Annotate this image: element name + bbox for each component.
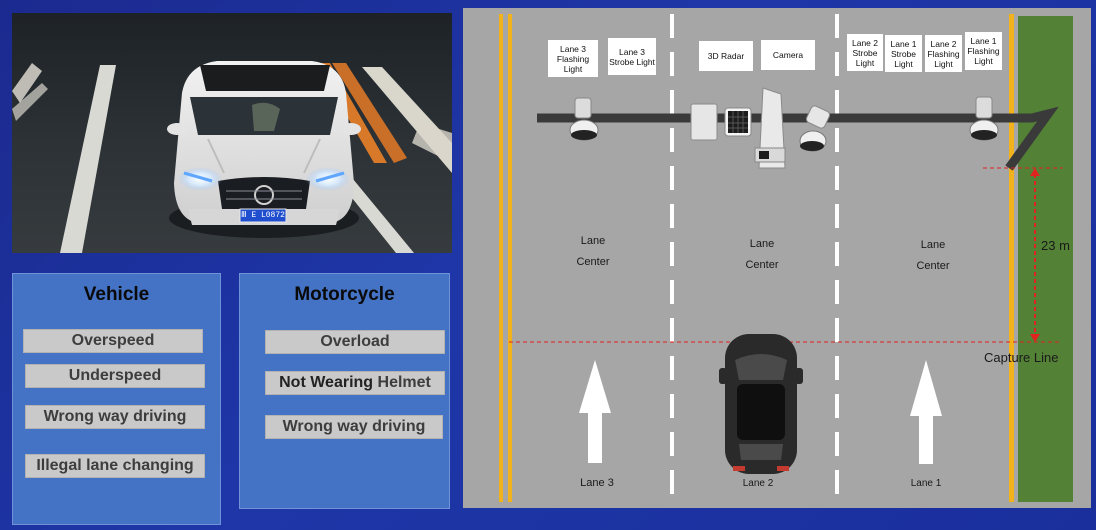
lane1-center-line1: Lane [920, 239, 946, 251]
lane1-name: Lane 1 [910, 478, 942, 489]
lane1-center-label: Lane Center [903, 235, 963, 277]
left-yellow-line-1 [499, 14, 503, 502]
lane3-center-line2: Center [576, 256, 610, 268]
lane2-center-line1: Lane [749, 238, 775, 250]
distance-label: 23 m [1041, 238, 1070, 253]
lane1-center-line2: Center [916, 260, 950, 272]
distance-arrow-up-icon [1030, 168, 1040, 176]
label-lane3-strobe-light: Lane 3 Strobe Light [608, 38, 656, 75]
road-layout-diagram: Lane 3 Flashing Light Lane 3 Strobe Ligh… [463, 8, 1091, 508]
motorcycle-violations-panel: Motorcycle Overload Not Wearing Helmet W… [239, 273, 450, 509]
radar-device-icon [690, 103, 752, 141]
helmet-label-bold: Not Wearing [279, 374, 374, 391]
helmet-label-rest: Helmet [377, 374, 431, 391]
lane2-center-label: Lane Center [732, 234, 792, 276]
camera-device-icon [754, 87, 786, 169]
violation-underspeed[interactable]: Underspeed [25, 364, 205, 388]
license-plate-text: Ⅲ E L0872 [241, 211, 285, 220]
lane2-name: Lane 2 [742, 478, 774, 489]
capture-line-label: Capture Line [984, 350, 1059, 365]
violation-not-wearing-helmet[interactable]: Not Wearing Helmet [265, 371, 445, 395]
violation-illegal-lane-changing[interactable]: Illegal lane changing [25, 454, 205, 478]
vehicle-panel-title: Vehicle [83, 284, 150, 305]
violation-motorcycle-wrong-way[interactable]: Wrong way driving [265, 415, 443, 439]
grass-strip [1018, 16, 1073, 502]
left-yellow-line-2 [508, 14, 512, 502]
right-yellow-line [1009, 14, 1014, 502]
motorcycle-panel-title: Motorcycle [294, 284, 395, 305]
violation-overspeed[interactable]: Overspeed [23, 329, 203, 353]
lane3-direction-arrow-icon [579, 360, 611, 463]
label-lane2-flashing-light: Lane 2 Flashing Light [925, 35, 962, 72]
gantry-pole [537, 106, 1059, 171]
lane2-strobe-light-icon [799, 105, 831, 152]
lane3-center-line1: Lane [580, 235, 606, 247]
road-markings-svg [499, 14, 1073, 502]
car-photo-illustration [12, 61, 452, 253]
label-camera: Camera [761, 40, 815, 70]
lane3-center-label: Lane Center [563, 231, 623, 273]
label-lane3-flashing-light: Lane 3 Flashing Light [548, 40, 598, 77]
vehicle-violations-panel: Vehicle Overspeed Underspeed Wrong way d… [12, 273, 221, 525]
lane3-flashing-light-icon [569, 97, 599, 141]
label-3d-radar: 3D Radar [699, 41, 753, 71]
violation-wrong-way-driving[interactable]: Wrong way driving [25, 405, 205, 429]
lane3-name: Lane 3 [580, 477, 614, 489]
lane1-light-icon [969, 96, 999, 141]
car-top-view-icon [719, 334, 803, 474]
lane1-direction-arrow-icon [910, 360, 942, 464]
lane2-center-line2: Center [745, 259, 779, 271]
distance-arrow-down-icon [1030, 334, 1040, 342]
traffic-capture-photo: Ⅲ E L0872 [12, 13, 452, 253]
violation-overload[interactable]: Overload [265, 330, 445, 354]
label-lane1-strobe-light: Lane 1 Strobe Light [885, 35, 922, 72]
label-lane2-strobe-light: Lane 2 Strobe Light [847, 34, 883, 71]
label-lane1-flashing-light: Lane 1 Flashing Light [965, 32, 1002, 70]
